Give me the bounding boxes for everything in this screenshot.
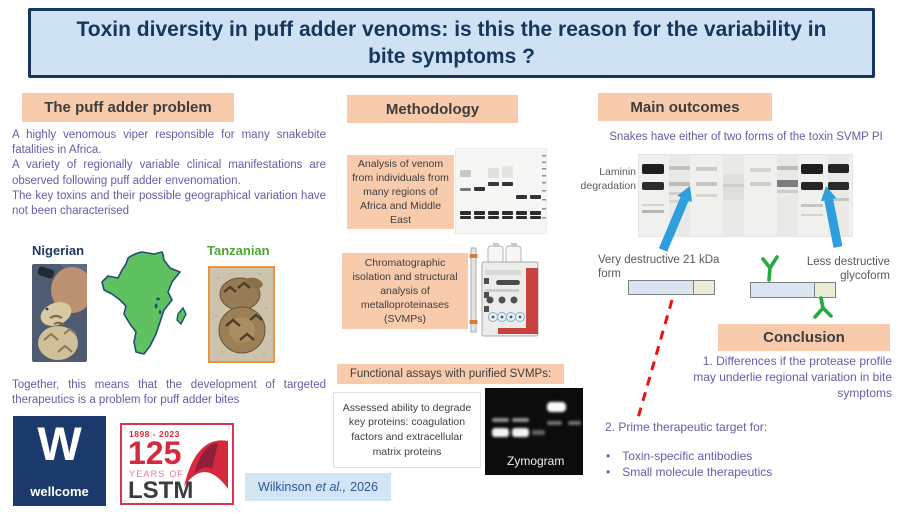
together-paragraph: Together, this means that the developmen…: [12, 379, 326, 407]
wellcome-w-icon: W: [37, 417, 82, 470]
section-header-label: Conclusion: [763, 329, 845, 346]
very-destructive-label: Very destructive 21 kDa form: [598, 254, 720, 281]
section-header-puff-adder-problem: The puff adder problem: [22, 93, 234, 122]
laminin-degradation-label: Laminin degradation: [570, 166, 636, 193]
less-destructive-label: Less destructive glycoform: [806, 256, 890, 283]
svmp-21kda-bar-diagram: [628, 280, 715, 295]
svmp-glycoform-bar-diagram: [750, 282, 836, 298]
lstm-years-label: 1898 - 2023: [129, 429, 180, 439]
poster-title-line2: bite symptoms ?: [368, 45, 535, 68]
methodology-step2-box: Chromatographic isolation and structural…: [342, 253, 468, 329]
section-header-label: Methodology: [385, 100, 480, 118]
citation-box: Wilkinson et al., 2026: [245, 473, 391, 501]
intro-sentence-1: A highly venomous viper responsible for …: [12, 129, 326, 157]
methodology-step1-box: Analysis of venom from individuals from …: [347, 155, 454, 229]
lstm-125-logo: 1898 - 2023 125 YEARS OF LSTM: [120, 423, 234, 505]
svmp-bar-segment: [693, 281, 714, 294]
nigerian-label: Nigerian: [32, 243, 85, 258]
citation-year: 2026: [350, 480, 378, 494]
conclusion-point-2: 2. Prime therapeutic target for:: [605, 420, 768, 434]
section-header-label: The puff adder problem: [44, 99, 212, 116]
conclusion-bullet-2: Small molecule therapeutics: [606, 465, 876, 479]
conclusion-bullet-1: Toxin-specific antibodies: [606, 449, 876, 463]
intro-sentence-2: A variety of regionally variable clinica…: [12, 159, 326, 187]
functional-assays-header: Functional assays with purified SVMPs:: [337, 364, 564, 384]
lstm-years-of-label: YEARS OF: [129, 469, 185, 479]
assessed-ability-box: Assessed ability to degrade key proteins…: [333, 392, 481, 468]
section-header-conclusion: Conclusion: [718, 324, 890, 351]
lstm-125-label: 125: [128, 435, 182, 471]
section-header-label: Main outcomes: [630, 98, 740, 116]
red-dashed-connector: [636, 299, 674, 419]
chromatography-machine-illustration: [469, 243, 539, 337]
section-header-methodology: Methodology: [347, 95, 518, 123]
poster-title: Toxin diversity in puff adder venoms: is…: [28, 8, 875, 78]
conclusion-point-1: 1. Differences if the protease profile m…: [693, 354, 892, 401]
citation-etal: et al.,: [315, 480, 347, 494]
africa-map: [101, 251, 187, 355]
zymogram-image: Zymogram: [485, 388, 583, 475]
intro-paragraphs: A highly venomous viper responsible for …: [12, 128, 326, 219]
tanzanian-snake-photo: [208, 266, 275, 363]
venom-gel-image: [455, 148, 547, 234]
svmp-bar-segment: [814, 283, 835, 297]
section-header-main-outcomes: Main outcomes: [598, 93, 772, 121]
glycan-y-bottom-icon: [813, 296, 833, 319]
poster-title-line1: Toxin diversity in puff adder venoms: is…: [76, 17, 827, 41]
laminin-label-line2: degradation: [580, 179, 636, 192]
nigerian-snake-photo: [32, 264, 87, 362]
lstm-sail-icon: [184, 440, 228, 489]
glycan-y-top-icon: [761, 255, 779, 282]
tanzanian-label: Tanzanian: [207, 243, 270, 258]
wellcome-logo: W wellcome: [13, 416, 106, 506]
outcomes-subtitle: Snakes have either of two forms of the t…: [609, 131, 883, 143]
lstm-wordmark: LSTM: [128, 477, 194, 504]
wellcome-wordmark: wellcome: [30, 484, 89, 499]
zymogram-label: Zymogram: [507, 454, 564, 468]
citation-authors: Wilkinson: [258, 480, 312, 494]
intro-sentence-3: The key toxins and their possible geogra…: [12, 189, 326, 217]
laminin-gel-image: [638, 154, 853, 237]
laminin-label-line1: Laminin: [599, 166, 636, 178]
